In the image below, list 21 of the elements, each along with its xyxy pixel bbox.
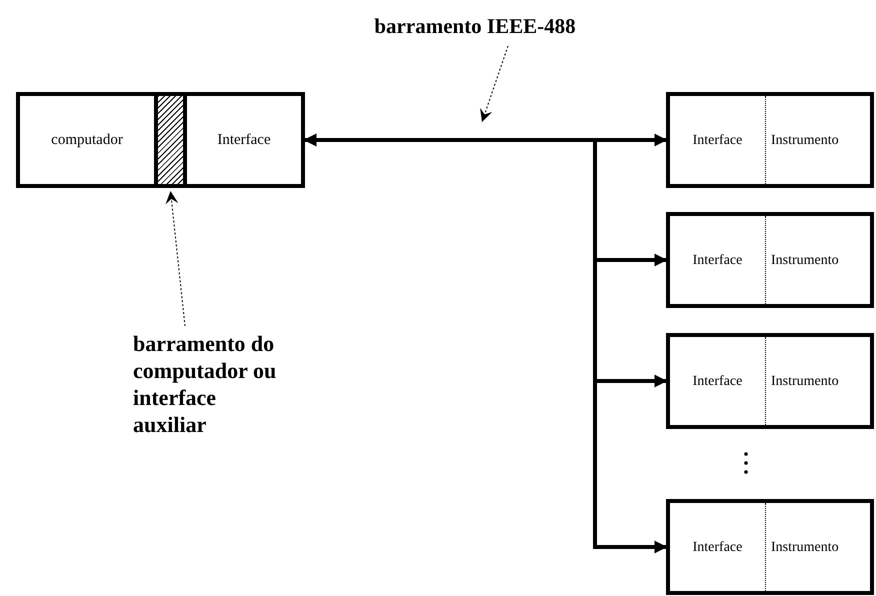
box-label: Interface (692, 372, 744, 390)
instrument-box (666, 212, 874, 308)
block-box (16, 92, 158, 188)
instrument-box (666, 92, 874, 188)
block-box (183, 92, 305, 188)
leader-line (480, 46, 508, 122)
note-text: barramento do computador ou interface auxiliar (133, 330, 278, 438)
leader-line (166, 190, 186, 326)
box-label: Instrumento (770, 132, 839, 150)
box-label: Instrumento (770, 252, 839, 270)
bus-label: barramento IEEE-488 (374, 13, 576, 40)
box-label: Interface (217, 130, 271, 150)
box-label: Interface (692, 538, 744, 556)
box-label: Interface (692, 132, 744, 150)
box-label: Instrumento (770, 538, 839, 556)
instrument-box (666, 333, 874, 429)
hatched-bar (158, 92, 183, 188)
box-label: Instrumento (770, 372, 839, 390)
box-label: computador (51, 130, 123, 150)
instrument-box (666, 499, 874, 595)
box-label: Interface (692, 252, 744, 270)
